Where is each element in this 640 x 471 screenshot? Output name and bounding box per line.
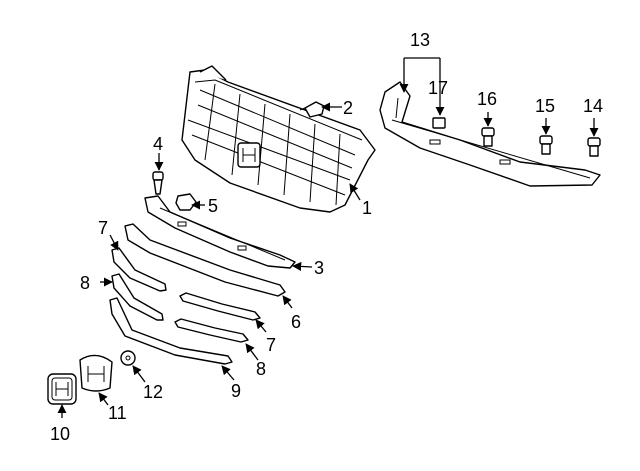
lower-trim-part[interactable] <box>109 297 233 365</box>
callout-11: 11 <box>108 403 127 423</box>
trim-part-8-left[interactable] <box>111 273 164 321</box>
clip-part-5[interactable] <box>175 193 197 211</box>
trim-part-8-right[interactable] <box>174 318 249 343</box>
callout-16: 16 <box>477 89 497 109</box>
upper-trim-part[interactable] <box>124 223 286 297</box>
callout-7a: 7 <box>98 218 108 238</box>
bolt-part-15[interactable] <box>539 135 553 155</box>
callout-12: 12 <box>143 382 163 402</box>
callout-5: 5 <box>208 196 218 216</box>
callout-10: 10 <box>50 424 70 444</box>
callout-8b: 8 <box>256 359 266 379</box>
callout-17: 17 <box>428 78 448 98</box>
callout-4: 4 <box>153 134 163 154</box>
callout-14: 14 <box>583 96 603 116</box>
trim-part-7-left[interactable] <box>111 247 167 292</box>
callout-15: 15 <box>535 96 555 116</box>
callout-9: 9 <box>231 381 241 401</box>
grille-part[interactable] <box>181 65 376 213</box>
callout-labels: 1 2 3 4 5 6 7 7 8 8 9 10 11 12 13 14 15 … <box>50 30 603 444</box>
trim-part-7-right[interactable] <box>179 292 261 321</box>
callout-8a: 8 <box>80 273 90 293</box>
callout-1: 1 <box>362 198 372 218</box>
push-pin-part-4[interactable] <box>152 171 164 195</box>
callout-2: 2 <box>343 98 353 118</box>
emblem-part-10[interactable] <box>47 373 77 405</box>
bolt-part-14[interactable] <box>587 137 601 157</box>
leader-lines <box>57 57 599 418</box>
bolt-part-16[interactable] <box>481 127 495 147</box>
nut-part-17[interactable] <box>432 117 446 129</box>
cap-part-12[interactable] <box>120 350 136 366</box>
callout-3: 3 <box>314 258 324 278</box>
callout-7b: 7 <box>266 335 276 355</box>
emblem-part-11[interactable] <box>79 354 113 392</box>
callout-13: 13 <box>410 30 430 50</box>
callout-6: 6 <box>291 312 301 332</box>
